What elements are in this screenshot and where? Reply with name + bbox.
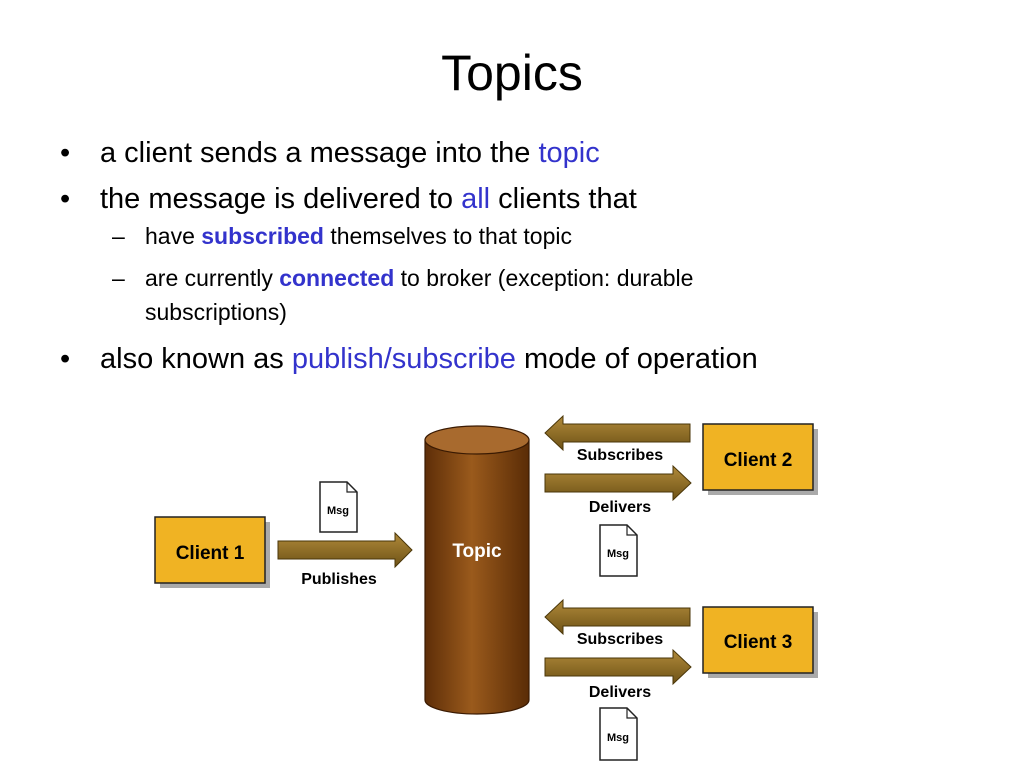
publishes-arrow: Publishes xyxy=(277,531,413,588)
subscribes-label: Subscribes xyxy=(577,447,663,464)
msg-document-icon: Msg xyxy=(599,524,638,577)
client3-box: Client 3 xyxy=(702,606,818,678)
client2-box: Client 2 xyxy=(702,423,818,495)
topic-cylinder: Topic xyxy=(424,425,530,715)
delivers-label: Delivers xyxy=(589,499,651,516)
sub-bullet-item: – have subscribed themselves to that top… xyxy=(60,219,980,253)
bullet-highlight: topic xyxy=(538,137,600,169)
client2-label: Client 2 xyxy=(724,450,793,471)
client1-box: Client 1 xyxy=(154,516,270,588)
sub-bullet-item: – are currently connected to broker (exc… xyxy=(60,261,980,329)
bullet-glyph: • xyxy=(60,137,71,169)
msg-label: Msg xyxy=(607,732,629,744)
publishes-label: Publishes xyxy=(301,571,377,588)
bullet-text: the message is delivered to xyxy=(100,183,462,215)
sub-bullet-text: are currently xyxy=(145,265,280,291)
msg-label: Msg xyxy=(607,548,629,560)
subscribes-arrow-upper: Subscribes xyxy=(544,414,691,464)
slide-title: Topics xyxy=(441,45,583,101)
sub-bullet-text-after: to broker (exception: durable xyxy=(394,265,694,291)
bullet-highlight: all xyxy=(461,183,491,215)
bullet-text: also known as xyxy=(100,343,292,375)
topic-label: Topic xyxy=(452,541,502,562)
dash-glyph: – xyxy=(112,265,125,291)
dash-glyph: – xyxy=(112,223,125,249)
client1-label: Client 1 xyxy=(176,543,245,564)
sub-bullet-highlight: connected xyxy=(279,265,395,291)
bullet-item: • also known as publish/subscribe mode o… xyxy=(60,341,980,377)
bullet-text-after: mode of operation xyxy=(515,343,758,375)
delivers-arrow-upper: Delivers xyxy=(544,464,692,516)
bullet-glyph: • xyxy=(60,183,71,215)
subscribes-arrow-lower: Subscribes xyxy=(544,598,691,648)
msg-document-icon: Msg xyxy=(319,481,358,533)
delivers-label: Delivers xyxy=(589,684,651,701)
sub-bullet-continuation: subscriptions) xyxy=(145,299,287,325)
sub-bullet-highlight: subscribed xyxy=(201,223,324,249)
bullet-text: a client sends a message into the xyxy=(100,137,539,169)
bullet-glyph: • xyxy=(60,343,71,375)
sub-bullet-text: have xyxy=(145,223,202,249)
bullet-text-after: clients that xyxy=(490,183,637,215)
msg-document-icon: Msg xyxy=(599,707,638,761)
delivers-arrow-lower: Delivers xyxy=(544,648,692,701)
msg-label: Msg xyxy=(327,505,349,517)
bullet-highlight: publish/subscribe xyxy=(291,343,516,375)
subscribes-label: Subscribes xyxy=(577,631,663,648)
bullet-list: • a client sends a message into the topi… xyxy=(60,135,980,387)
bullet-item: • the message is delivered to all client… xyxy=(60,181,980,217)
client3-label: Client 3 xyxy=(724,632,793,653)
bullet-item: • a client sends a message into the topi… xyxy=(60,135,980,171)
sub-bullet-text-after: themselves to that topic xyxy=(323,223,572,249)
